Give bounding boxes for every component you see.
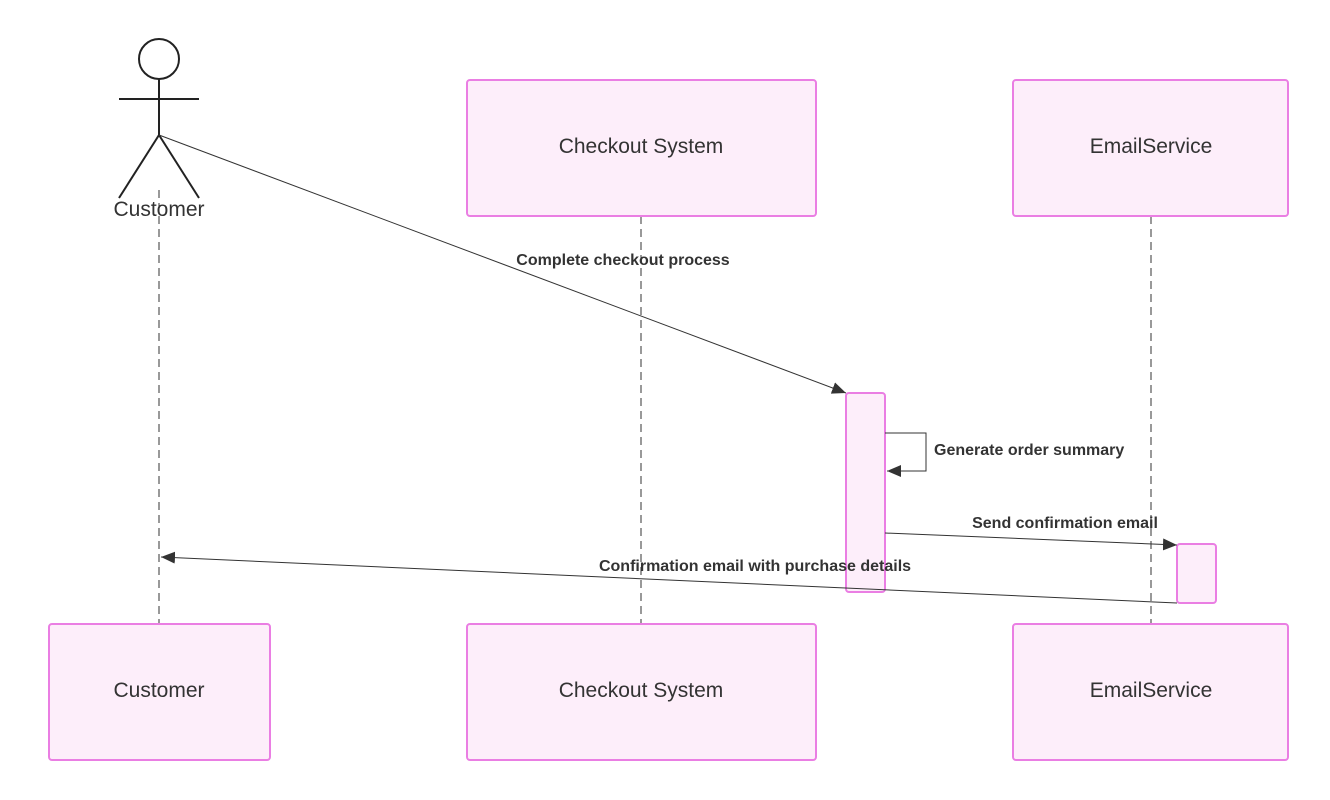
message-arrow [884, 532, 1178, 551]
message-complete-checkout: Complete checkout process [158, 134, 847, 394]
message-arrow [158, 134, 847, 394]
message-confirmation-email: Confirmation email with purchase details [160, 551, 1178, 604]
checkout-participant-bottom[interactable]: Checkout System [466, 623, 817, 761]
customer-actor[interactable]: Customer [113, 38, 205, 221]
email-participant-top[interactable]: EmailService [1012, 79, 1289, 217]
email-participant-bottom-label: EmailService [1090, 679, 1213, 702]
checkout-participant-bottom-label: Checkout System [559, 679, 724, 702]
email-activation-bar [1176, 543, 1217, 604]
message-send-confirmation: Send confirmation email [884, 515, 1178, 551]
actor-head-icon [138, 38, 180, 80]
message-label: Confirmation email with purchase details [599, 558, 911, 575]
checkout-participant-top-label: Checkout System [559, 135, 724, 158]
self-message-arrow [885, 432, 927, 477]
checkout-activation-bar [845, 392, 886, 593]
message-label: Generate order summary [934, 442, 1124, 459]
customer-participant-bottom-label: Customer [113, 679, 204, 702]
message-generate-order-summary: Generate order summary [885, 432, 1124, 477]
email-participant-bottom[interactable]: EmailService [1012, 623, 1289, 761]
actor-right-leg-icon [158, 134, 200, 199]
message-label: Complete checkout process [516, 252, 730, 269]
message-arrow [160, 551, 1178, 604]
customer-actor-label: Customer [113, 198, 204, 221]
customer-participant-bottom[interactable]: Customer [48, 623, 271, 761]
checkout-participant-top[interactable]: Checkout System [466, 79, 817, 217]
message-label: Send confirmation email [972, 515, 1158, 532]
email-participant-top-label: EmailService [1090, 135, 1213, 158]
actor-left-leg-icon [118, 134, 160, 199]
